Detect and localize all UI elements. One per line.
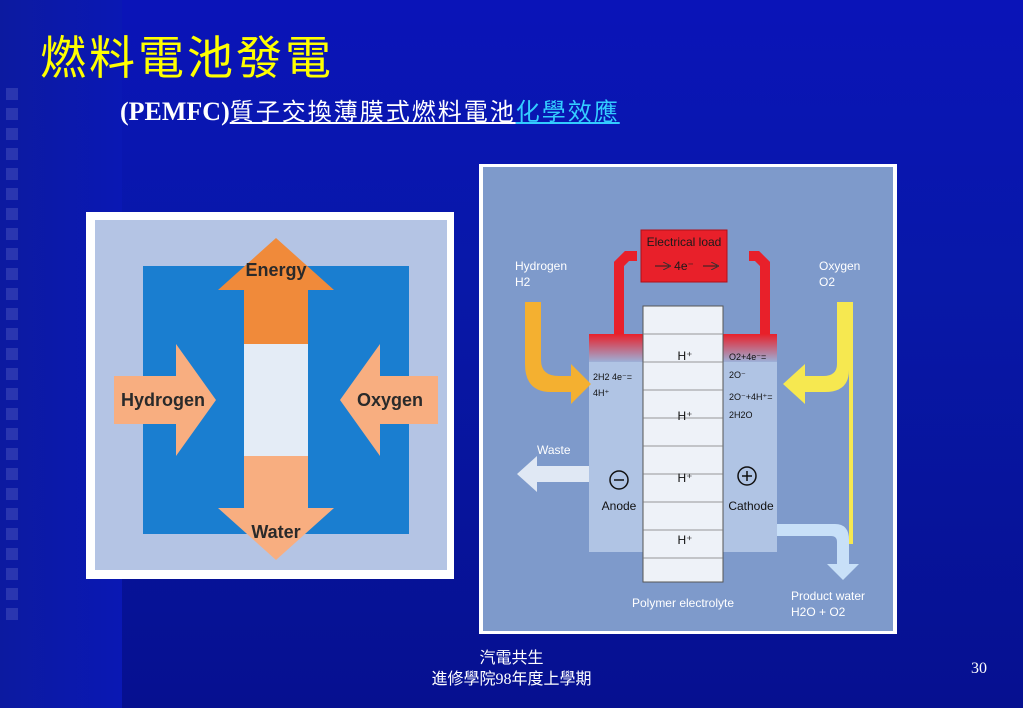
slide-subtitle: (PEMFC)質子交換薄膜式燃料電池化學效應 <box>120 92 620 127</box>
h2-label: H2 <box>515 275 531 289</box>
oxygen-inflow-arrow <box>783 302 849 404</box>
anode-reaction-1: 2H2 4e⁻= <box>593 372 632 382</box>
product-water-arrow <box>777 524 859 580</box>
footer-line-1: 汽電共生 <box>479 650 544 667</box>
waste-arrow <box>517 456 589 492</box>
cathode-label: Cathode <box>728 499 774 513</box>
pemfc-cell-diagram: Electrical load 4e⁻ H⁺ H⁺ H⁺ H⁺ Hydrogen… <box>479 164 897 634</box>
product-water-label: Product water <box>791 589 865 603</box>
oxygen-arrow <box>340 344 438 456</box>
proton-label-4: H⁺ <box>678 533 693 547</box>
slide-title: 燃料電池發電 <box>40 31 334 85</box>
polymer-label: Polymer electrolyte <box>632 596 734 610</box>
water-arrow <box>218 456 334 560</box>
energy-arrow <box>218 238 334 344</box>
cathode-reaction-2: 2O⁻ <box>729 370 746 380</box>
cathode-reaction-4: 2H2O <box>729 410 753 420</box>
oxygen-label: Oxygen <box>357 390 423 410</box>
hydrogen-label-right: Hydrogen <box>515 259 567 273</box>
subtitle-abbrev: (PEMFC) <box>120 97 230 126</box>
hydrogen-arrow <box>114 344 216 456</box>
electrolyte-lines <box>643 333 723 559</box>
slide-footer: 汽電共生 進修學院98年度上學期 <box>0 648 1023 690</box>
cathode-reaction-1: O2+4e⁻= <box>729 352 766 362</box>
page-number: 30 <box>971 660 987 677</box>
electrical-load-label: Electrical load <box>647 235 722 249</box>
minus-icon <box>609 470 629 490</box>
o2-label: O2 <box>819 275 835 289</box>
energy-flow-diagram: Energy Hydrogen Oxygen Water <box>86 212 454 579</box>
electrons-label: 4e⁻ <box>674 259 694 273</box>
product-formula-label: H2O + O2 <box>791 605 846 619</box>
proton-label-1: H⁺ <box>678 349 693 363</box>
subtitle-link-chemical-effect[interactable]: 化學效應 <box>515 100 620 126</box>
anode-reaction-2: 4H⁺ <box>593 388 610 398</box>
electrical-load-box <box>640 229 728 283</box>
plus-icon <box>737 466 757 486</box>
waste-label: Waste <box>537 443 571 457</box>
subtitle-link-pemfc[interactable]: 質子交換薄膜式燃料電池 <box>229 100 516 126</box>
proton-label-3: H⁺ <box>678 471 693 485</box>
energy-label: Energy <box>245 260 306 280</box>
cathode-reaction-3: 2O⁻+4H⁺= <box>729 392 773 402</box>
water-label: Water <box>251 522 300 542</box>
hydrogen-label: Hydrogen <box>121 390 205 410</box>
footer-line-2: 進修學院98年度上學期 <box>431 671 592 688</box>
anode-label: Anode <box>602 499 637 513</box>
decor-squares <box>6 88 26 628</box>
proton-label-2: H⁺ <box>678 409 693 423</box>
oxygen-label-right: Oxygen <box>819 259 860 273</box>
hydrogen-inflow-arrow <box>525 302 591 404</box>
